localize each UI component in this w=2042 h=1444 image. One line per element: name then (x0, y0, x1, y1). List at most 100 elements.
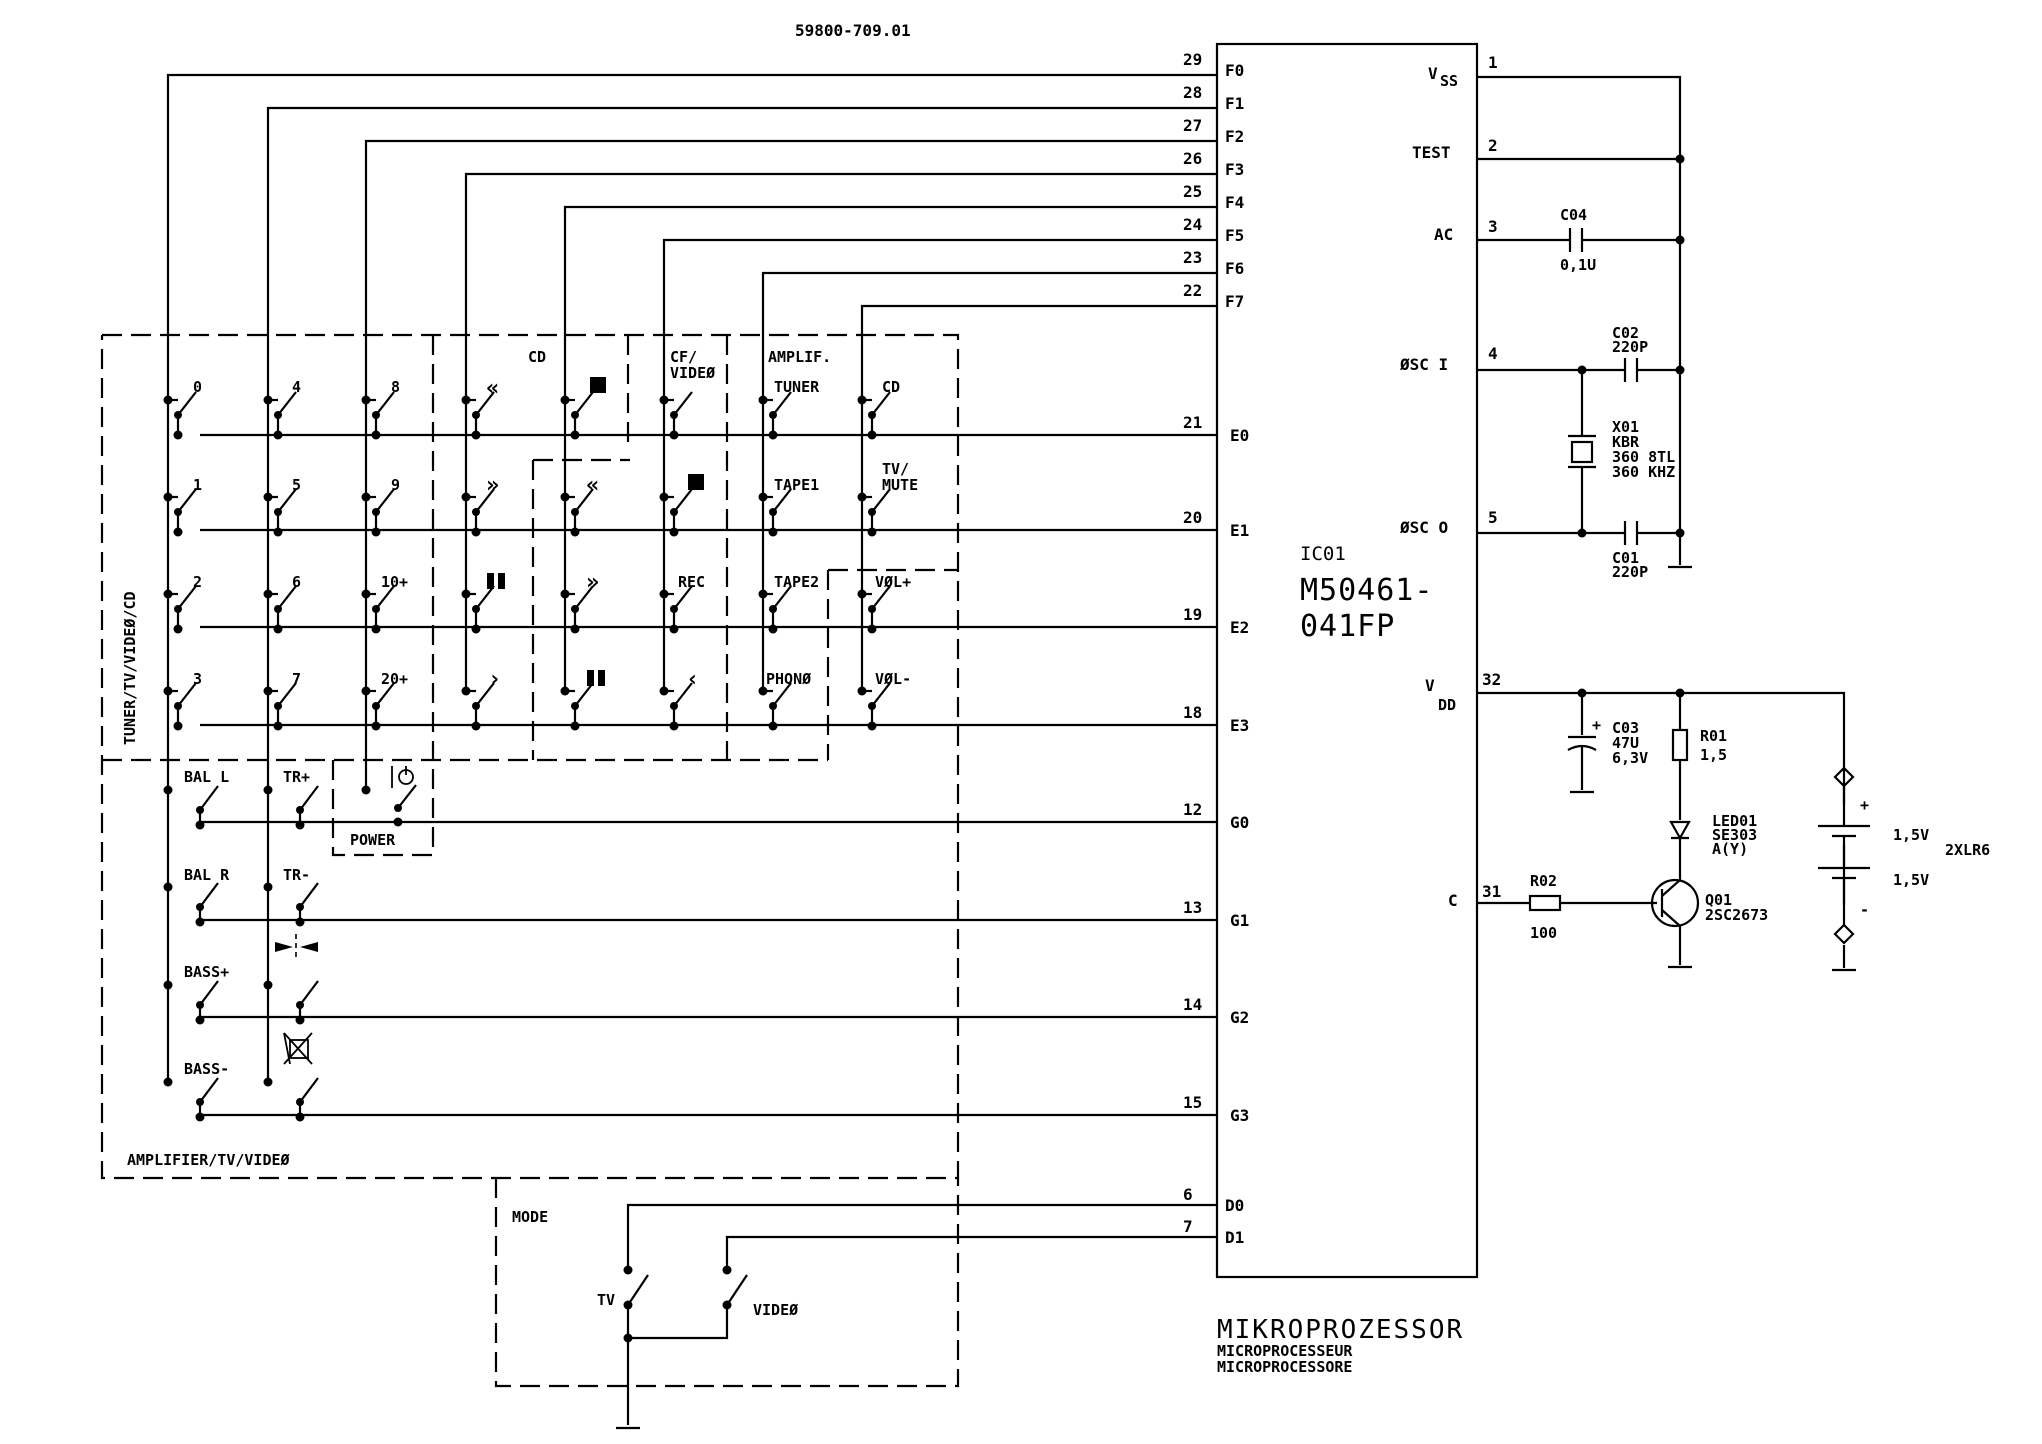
c03-ref: C03 (1612, 719, 1639, 737)
pin-name: ØSC O (1399, 518, 1448, 537)
pin-name: F7 (1225, 292, 1244, 311)
pin-name: G3 (1230, 1106, 1249, 1125)
pin-num: 31 (1482, 882, 1501, 901)
led01-part: SE303 (1712, 826, 1757, 844)
rewind-icon: « (486, 376, 499, 401)
pin-name: G1 (1230, 911, 1249, 930)
switch-blade (375, 682, 395, 707)
c04-ref: C04 (1560, 206, 1587, 224)
right-circuit-junctions (1577, 154, 1685, 698)
q01-ref: Q01 (1705, 891, 1732, 909)
x01-line4: 360 KHZ (1612, 463, 1675, 481)
switch-blade (726, 1274, 748, 1306)
mute-speaker-icon (283, 1032, 313, 1065)
switch-contact (163, 1077, 173, 1087)
switch-blade (574, 391, 594, 416)
pin-num: 13 (1183, 898, 1202, 917)
switch-blade (299, 980, 319, 1006)
switch-blade (277, 391, 297, 416)
battery-type: 2XLR6 (1945, 841, 1990, 859)
switch-contact (173, 430, 183, 440)
key-vol-minus: VØL- (875, 670, 911, 688)
switch-blade (772, 682, 792, 707)
r02-value: 100 (1530, 924, 1557, 942)
switch-blade (871, 391, 891, 416)
group-label-amplifier: AMPLIFIER/TV/VIDEØ (127, 1151, 290, 1169)
pin-num: 29 (1183, 50, 1202, 69)
right-circuit (1477, 75, 1870, 972)
key-tape1: TAPE1 (774, 476, 819, 494)
pin-name: F4 (1225, 193, 1244, 212)
switch-blade (375, 585, 395, 610)
pin-num: 32 (1482, 670, 1501, 689)
switch-contact (195, 1112, 205, 1122)
switch-contact (173, 527, 183, 537)
c02-ref: C02 (1612, 324, 1639, 342)
switch-blade (375, 391, 395, 416)
led01-color: A(Y) (1712, 840, 1748, 858)
pin-num: 19 (1183, 605, 1202, 624)
pin-num: 26 (1183, 149, 1202, 168)
switch-blade (299, 1077, 319, 1103)
pin-name-sub: DD (1438, 696, 1456, 714)
pin-name: E0 (1230, 426, 1249, 445)
pin-name: V (1428, 64, 1438, 83)
pin-name: TEST (1412, 143, 1451, 162)
switch-contact (867, 527, 877, 537)
pin-name-sub: SS (1440, 72, 1458, 90)
play-reverse-icon: ‹ (686, 667, 699, 692)
switch-contact (471, 527, 481, 537)
c03-polarity: + (1592, 716, 1601, 734)
c03-value: 47U (1612, 734, 1639, 752)
key-8: 8 (391, 378, 400, 396)
switch-blade (177, 391, 197, 416)
key-4: 4 (292, 378, 301, 396)
pin-name: AC (1434, 225, 1453, 244)
pin-num: 28 (1183, 83, 1202, 102)
r01-ref: R01 (1700, 727, 1727, 745)
pin-name: C (1448, 891, 1458, 910)
key-switch-matrix (163, 391, 891, 1343)
switch-blade (673, 585, 693, 610)
pin-name: F1 (1225, 94, 1244, 113)
switch-contact (471, 624, 481, 634)
key-3: 3 (193, 670, 202, 688)
pin-num: 2 (1488, 136, 1498, 155)
key-tape2: TAPE2 (774, 573, 819, 591)
key-20-plus: 20+ (381, 670, 408, 688)
switch-contact (263, 1077, 273, 1087)
pin-num: 15 (1183, 1093, 1202, 1112)
pin-num: 20 (1183, 508, 1202, 527)
c03-voltage: 6,3V (1612, 749, 1648, 767)
switch-contact (768, 624, 778, 634)
pin-name: E1 (1230, 521, 1249, 540)
switch-blade (772, 488, 792, 513)
key-bal-l: BAL L (184, 768, 229, 786)
group-label-cf-video-2: VIDEØ (670, 364, 715, 382)
ic-caption-it: MICROPROCESSORE (1217, 1358, 1352, 1376)
pin-num: 18 (1183, 703, 1202, 722)
key-5: 5 (292, 476, 301, 494)
stop-icon (590, 377, 606, 393)
right-pin-labels: 1 V SS 2 TEST 3 AC 4 ØSC I 5 ØSC O 32 V … (1399, 53, 1501, 910)
pin-num: 14 (1183, 995, 1202, 1014)
switch-blade (871, 488, 891, 513)
battery-plus: + (1860, 796, 1869, 814)
pin-name: E3 (1230, 716, 1249, 735)
c04-value: 0,1U (1560, 256, 1596, 274)
r01-value: 1,5 (1700, 746, 1727, 764)
switch-blade (277, 488, 297, 513)
pin-num: 24 (1183, 215, 1202, 234)
switch-blade (177, 488, 197, 513)
switch-contact (195, 917, 205, 927)
switch-blade (627, 1274, 649, 1306)
r02-ref: R02 (1530, 872, 1557, 890)
pin-num: 23 (1183, 248, 1202, 267)
battery-cell1: 1,5V (1893, 826, 1929, 844)
q01-part: 2SC2673 (1705, 906, 1768, 924)
x01-ref: X01 (1612, 418, 1639, 436)
key-mode-video: VIDEØ (753, 1301, 798, 1319)
switch-contact (295, 917, 305, 927)
switch-blade (673, 682, 693, 707)
